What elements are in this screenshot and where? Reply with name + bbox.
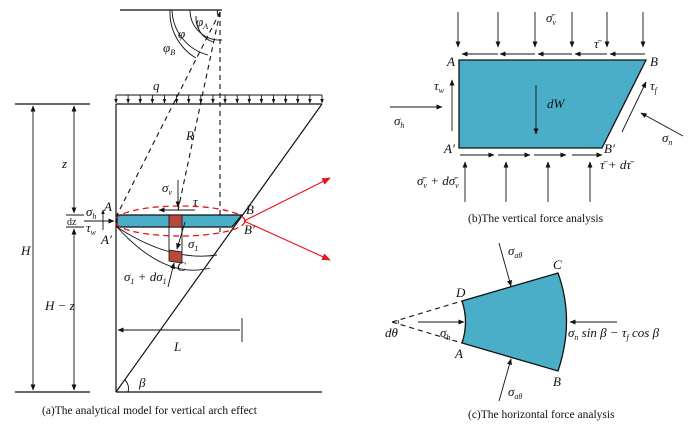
point-c-label: C <box>177 259 186 274</box>
arch-element-sector <box>461 272 568 372</box>
panel-c-horizontal-force: dθ σh σn sin β − τf cos β σaθ σaθ C D A … <box>385 242 660 421</box>
tau-w-label: τw <box>86 220 97 237</box>
b-point-a-prime-label: A′ <box>443 141 455 156</box>
point-b-prime-label: B′ <box>244 222 255 237</box>
h-minus-z-label: H − z <box>44 298 75 313</box>
b-point-b-label: B <box>650 54 658 69</box>
dw-label: dW <box>547 96 566 111</box>
phi-b-arc <box>169 9 197 59</box>
q-load-arrows <box>114 95 324 104</box>
radius-line-r <box>176 11 221 216</box>
tau-label: τ <box>193 194 199 209</box>
tau-bar-plus-label: τ̄ + dτ̄ <box>600 157 635 172</box>
sector-radius-top <box>391 300 463 323</box>
d-theta-label: dθ <box>385 325 399 340</box>
arch-curve-upper <box>116 226 218 257</box>
soil-column-lower <box>168 249 183 264</box>
c-point-a-label: A <box>454 346 463 361</box>
sigma-n-label: σn <box>662 130 672 147</box>
panel-c-caption: (c)The horizontal force analysis <box>468 409 615 421</box>
point-a-prime-label: A′ <box>100 232 112 247</box>
c-point-d-label: D <box>455 285 466 300</box>
b-point-b-prime-label: B′ <box>604 141 615 156</box>
c-sigma-h-label: σh <box>440 325 450 342</box>
sigma-1-label: σ1 <box>188 236 198 253</box>
element-trapezoid <box>458 59 648 149</box>
tau-f-arrow <box>621 81 647 133</box>
sigma-v-bar-plus-label: σ̄v + dσ̄v <box>417 173 459 190</box>
c-sigma-a-theta-top-arrow <box>498 242 512 287</box>
c-right-force-label: σn sin β − τf cos β <box>568 325 660 342</box>
c-sigma-a-theta-top-label: σaθ <box>508 243 522 260</box>
sigma-v-bar-label: σ̄v <box>546 10 556 27</box>
c-sigma-a-theta-bottom-arrow <box>498 358 512 402</box>
dz-label: dz <box>67 217 77 228</box>
phi-a-label: φA <box>196 14 208 31</box>
c-point-c-label: C <box>553 257 562 272</box>
principal-stress-trajectory-up <box>243 177 331 222</box>
sigma-v-bar-arrows <box>455 12 646 48</box>
z-label: z <box>61 156 67 171</box>
tau-f-label: τf <box>650 78 659 95</box>
phi-b-label: φB <box>163 40 175 57</box>
sigma-v-label: σv <box>162 180 172 197</box>
radius-line-a <box>116 11 221 216</box>
phi-a-inner-arc <box>195 15 214 43</box>
beta-arc <box>124 379 129 393</box>
phi-a-arc <box>189 9 223 41</box>
sigma-h-label: σh <box>86 204 96 221</box>
r-label: R <box>185 128 194 143</box>
panel-b-vertical-force: σ̄v τ̄ A B A′ B′ τw σh dW τf σn τ̄ + dτ̄… <box>390 10 684 225</box>
sigma-v-bar-plus-arrows <box>462 161 593 202</box>
l-label: L <box>173 339 181 354</box>
sliding-surface-line <box>115 103 323 393</box>
beta-label: β <box>138 375 146 390</box>
sigma-1-arrow <box>176 221 186 250</box>
panel-a-caption: (a)The analytical model for vertical arc… <box>42 405 258 417</box>
arch-curve-lower <box>116 226 211 271</box>
sector-radius-bottom <box>391 321 463 344</box>
panel-a-analytical-model: φA φ φB R q β H z dz H − z <box>15 9 331 417</box>
sigma-1-plus-label: σ1 + dσ1 <box>124 269 167 286</box>
soil-column-upper <box>168 214 183 228</box>
c-point-b-label: B <box>553 374 561 389</box>
point-b-label: B <box>246 202 254 217</box>
point-a-label: A <box>103 199 112 214</box>
phi-label: φ <box>178 26 185 41</box>
tau-bar-label: τ̄ <box>594 36 603 51</box>
q-label: q <box>153 78 160 93</box>
sigma-n-arrow <box>640 112 684 137</box>
sigma-1-plus-arrow <box>167 262 176 288</box>
panel-b-caption: (b)The vertical force analysis <box>468 213 604 225</box>
phi-arc <box>171 9 209 56</box>
c-sigma-a-theta-bottom-label: σaθ <box>508 384 522 401</box>
b-sigma-h-label: σh <box>394 113 404 130</box>
b-tau-w-label: τw <box>434 78 445 95</box>
b-point-a-label: A <box>446 54 455 69</box>
h-label: H <box>20 243 31 258</box>
principal-stress-trajectory-down <box>243 220 331 261</box>
